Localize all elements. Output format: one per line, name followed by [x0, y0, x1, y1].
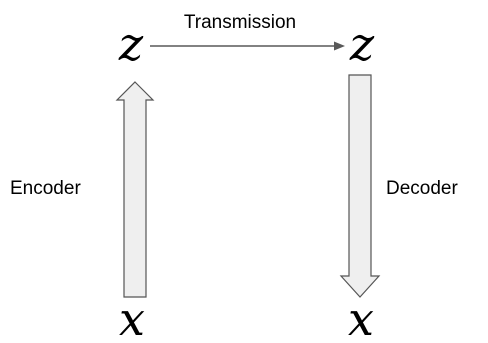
decoder-label: Decoder — [386, 178, 458, 199]
decoder-arrow — [339, 74, 381, 298]
encoder-label: Encoder — [10, 178, 81, 199]
transmission-label: Transmission — [184, 12, 296, 33]
input-x: x — [119, 292, 145, 343]
latent-z-received: z — [349, 17, 375, 71]
transmission-arrow-head — [334, 41, 345, 51]
latent-z-source: z — [118, 17, 144, 71]
reconstructed-x: x — [348, 292, 374, 343]
encoder-arrow — [115, 81, 155, 298]
